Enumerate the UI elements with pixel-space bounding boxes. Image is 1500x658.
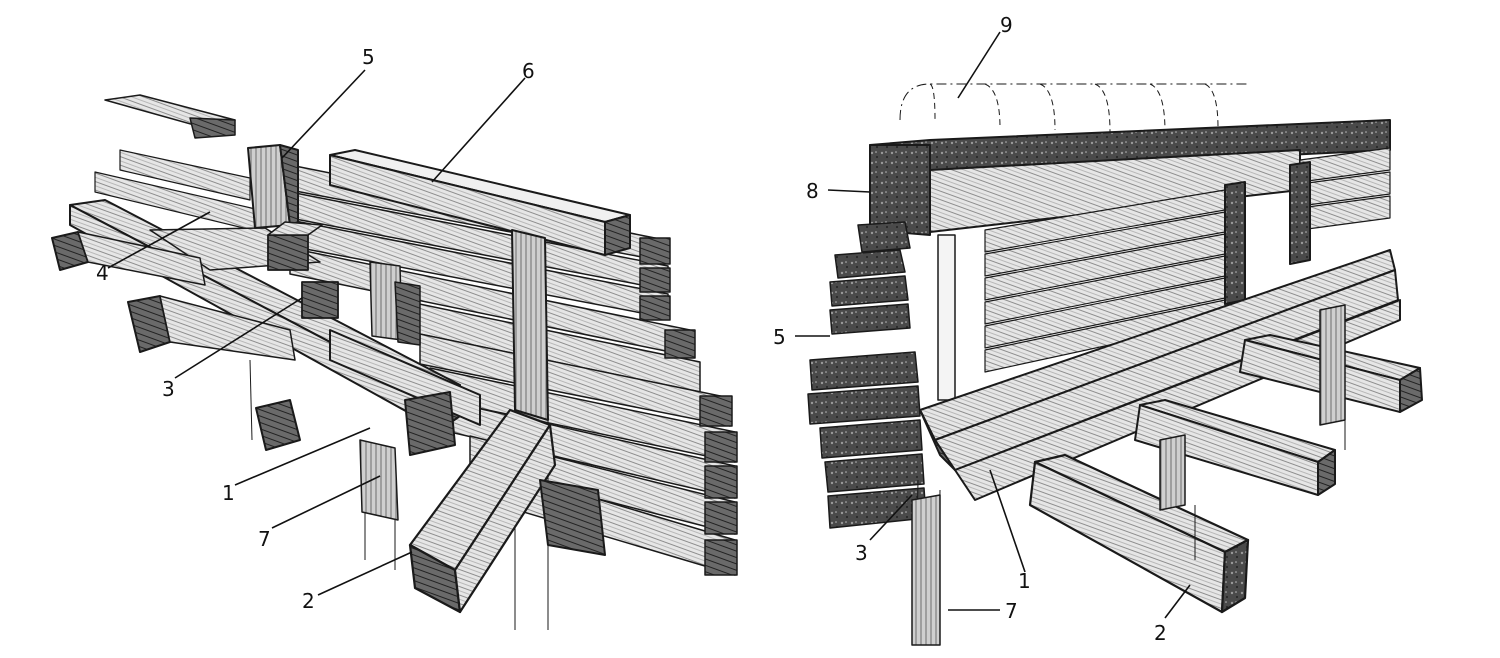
right-label-8: 8 [806,179,819,203]
left-leader-lines [107,69,526,596]
right-label-7: 7 [1005,599,1018,623]
right-vertical-post [911,234,956,646]
left-label-1: 1 [222,481,235,505]
right-label-2: 2 [1154,621,1167,645]
left-back-rails [94,94,261,233]
left-label-2: 2 [302,589,315,613]
left-label-5: 5 [362,45,375,69]
right-dashed-outline [899,83,1250,133]
left-label-4: 4 [96,261,109,285]
left-main-beam [329,329,481,456]
left-diagonal-brace [408,408,606,614]
right-label-9: 9 [1000,13,1013,37]
right-support-legs [1159,304,1346,560]
right-label-1: 1 [1018,569,1031,593]
left-joist-ends [51,231,301,451]
left-labels: 5 6 4 3 1 7 2 [96,45,535,613]
right-label-3: 3 [855,541,868,565]
right-formwork-figure: 9 8 5 3 1 7 2 [773,13,1423,646]
left-label-7: 7 [258,527,271,551]
left-label-6: 6 [522,59,535,83]
right-side-planks [807,221,927,529]
left-top-beam [329,149,631,256]
left-cross-blocks [267,221,339,319]
right-label-5: 5 [773,325,786,349]
left-support-legs [249,359,399,570]
left-formwork-figure: 5 6 4 3 1 7 2 [51,45,738,630]
right-top-beam [869,119,1391,236]
right-labels: 9 8 5 3 1 7 2 [773,13,1167,645]
right-inner-plank-wall [984,147,1391,373]
left-vertical-stud [247,144,299,229]
left-label-3: 3 [162,377,175,401]
right-front-joist [1028,453,1250,614]
right-leader-lines [795,31,1191,619]
